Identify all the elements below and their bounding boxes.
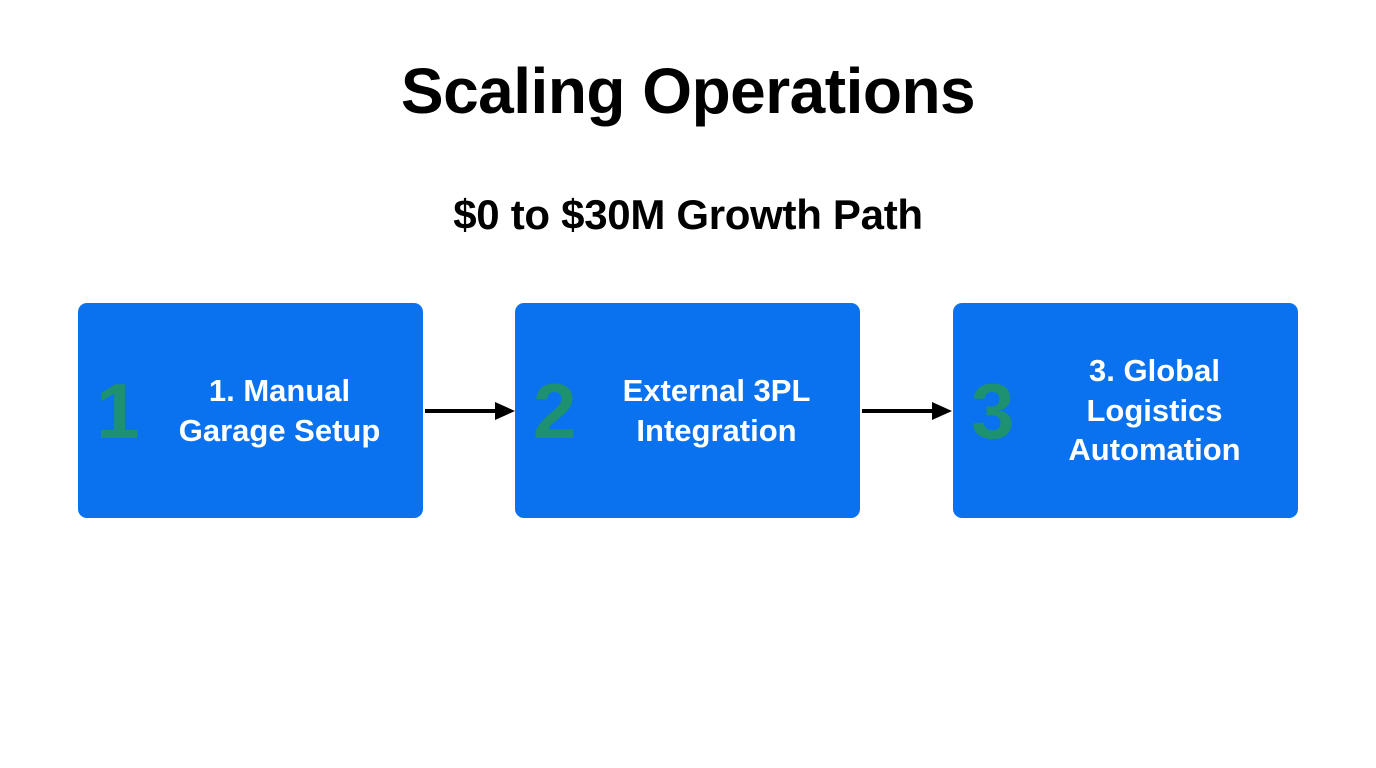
step-label-3: 3. Global Logistics Automation [1068, 352, 1241, 468]
arrow-right-icon-1 [425, 398, 517, 424]
process-flow-diagram: 1 1. Manual Garage Setup 2 External 3PL … [78, 303, 1298, 518]
process-step-1[interactable]: 1 1. Manual Garage Setup [78, 303, 423, 518]
step-number-3: 3 [971, 366, 1015, 455]
step-label-2: External 3PL Integration [622, 372, 811, 448]
arrow-right-icon-2 [862, 398, 954, 424]
step-number-2: 2 [533, 366, 577, 455]
process-step-2[interactable]: 2 External 3PL Integration [515, 303, 860, 518]
page-subtitle: $0 to $30M Growth Path [453, 191, 923, 238]
step-label-1: 1. Manual Garage Setup [178, 372, 381, 448]
process-step-3[interactable]: 3 3. Global Logistics Automation [953, 303, 1298, 518]
step-number-1: 1 [96, 366, 140, 455]
page-title: Scaling Operations [400, 55, 976, 127]
